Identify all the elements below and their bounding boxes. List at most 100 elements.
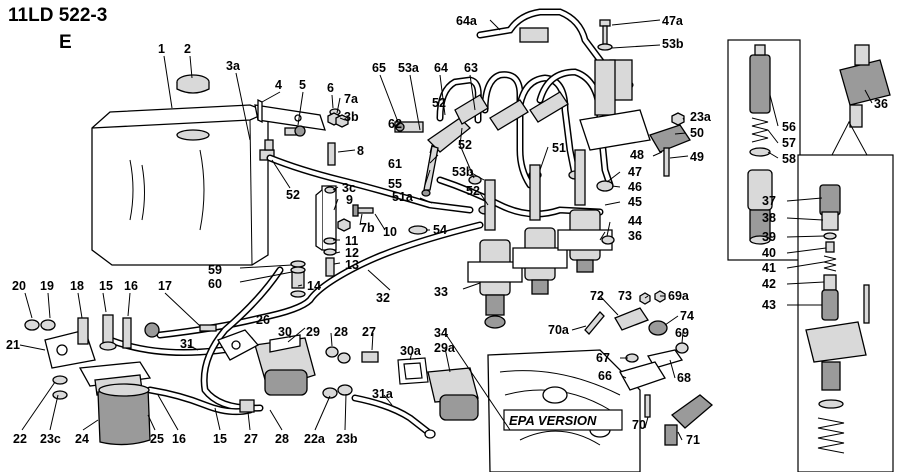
washer-12 <box>323 248 337 256</box>
piston-40 <box>825 241 835 253</box>
injector-element-56 <box>749 44 771 114</box>
callout-7b: 7b <box>360 221 375 235</box>
callout-34: 34 <box>434 326 448 340</box>
callout-61: 61 <box>388 157 402 171</box>
flange-66 <box>619 361 666 391</box>
drawing-group-letter: E <box>59 32 72 53</box>
callout-50: 50 <box>690 126 704 140</box>
injection-pump-2 <box>512 227 568 295</box>
callout-31: 31 <box>180 337 194 351</box>
fuel-line-32 <box>156 154 484 339</box>
callout-39: 39 <box>762 230 776 244</box>
callout-23c: 23c <box>40 432 61 446</box>
pump-delivery-valves <box>484 149 586 231</box>
feed-pump-29a <box>427 367 479 421</box>
union-15-16 <box>99 314 132 351</box>
nut-10 <box>337 218 351 232</box>
callout-3a: 3a <box>226 59 241 73</box>
callout-20: 20 <box>12 279 26 293</box>
screw-7b <box>352 204 374 217</box>
callout-54: 54 <box>433 223 447 237</box>
callout-43: 43 <box>762 298 776 312</box>
callout-22a: 22a <box>304 432 326 446</box>
callout-25: 25 <box>150 432 164 446</box>
callout-53b-top: 53b <box>662 37 684 51</box>
callout-57: 57 <box>782 136 796 150</box>
callout-30a: 30a <box>400 344 422 358</box>
shim-58 <box>747 147 773 245</box>
callout-68: 68 <box>677 371 691 385</box>
washer-53b <box>597 43 613 51</box>
callout-51a: 51a <box>392 190 414 204</box>
callout-14: 14 <box>307 279 321 293</box>
callout-10: 10 <box>383 225 397 239</box>
callout-9: 9 <box>346 193 353 207</box>
plunger-42 <box>823 274 837 291</box>
callout-67: 67 <box>596 351 610 365</box>
callout-70a: 70a <box>548 323 570 337</box>
callout-41: 41 <box>762 261 776 275</box>
nozzle-holder-65 <box>394 121 424 133</box>
flange-50 <box>649 124 691 153</box>
washer-19 <box>40 319 56 331</box>
callout-21: 21 <box>6 338 20 352</box>
callout-8: 8 <box>357 144 364 158</box>
barrel-43 <box>821 289 839 321</box>
callout-12: 12 <box>345 246 359 260</box>
callout-72: 72 <box>590 289 604 303</box>
tank-cap <box>176 74 210 94</box>
gasket-30a <box>397 357 429 385</box>
pin-70 <box>644 394 651 418</box>
callout-16-lower: 16 <box>172 432 186 446</box>
callout-60: 60 <box>208 277 222 291</box>
callout-27: 27 <box>362 325 376 339</box>
washer-69 <box>675 342 689 354</box>
nozzle-holder-36 <box>839 44 891 128</box>
bolt-18 <box>77 317 89 345</box>
injector-rear-2 <box>489 99 529 131</box>
callout-66: 66 <box>598 369 612 383</box>
callout-28: 28 <box>334 325 348 339</box>
callout-53b-line: 53b <box>452 165 474 179</box>
callout-23a: 23a <box>690 110 712 124</box>
callout-26: 26 <box>256 313 270 327</box>
callout-31a: 31a <box>372 387 394 401</box>
callout-52-tank: 52 <box>286 188 300 202</box>
washer-22 <box>52 375 68 385</box>
spring-41 <box>823 255 837 272</box>
nut-23a <box>671 112 685 126</box>
callout-32: 32 <box>376 291 390 305</box>
detail-pointer-lines <box>831 120 868 156</box>
callout-64a: 64a <box>456 14 478 28</box>
callout-46: 46 <box>628 180 642 194</box>
unions-27-28 <box>322 346 379 399</box>
pin-detail <box>863 284 870 324</box>
callout-49: 49 <box>690 150 704 164</box>
fuel-line-31a <box>351 394 436 439</box>
nut-3b <box>335 114 349 128</box>
callout-18: 18 <box>70 279 84 293</box>
callout-58: 58 <box>782 152 796 166</box>
drawing-title: 11LD 522-3 <box>8 5 108 26</box>
plug-74 <box>648 320 668 336</box>
callout-40: 40 <box>762 246 776 260</box>
callout-24: 24 <box>75 432 89 446</box>
callout-70: 70 <box>632 418 646 432</box>
detail-box-pump <box>797 154 894 472</box>
delivery-valve-37 <box>819 184 841 216</box>
callout-23b: 23b <box>336 432 358 446</box>
gasket-26 <box>217 329 260 361</box>
callout-47: 47 <box>628 165 642 179</box>
callout-19: 19 <box>40 279 54 293</box>
lever-72 <box>614 307 649 331</box>
washer-3c <box>324 186 336 194</box>
injection-pump-3 <box>557 209 613 273</box>
epa-version-label: EPA VERSION <box>509 413 597 428</box>
callout-5: 5 <box>299 78 306 92</box>
callout-48: 48 <box>630 148 644 162</box>
callout-45: 45 <box>628 195 642 209</box>
tank-fitting <box>259 139 275 161</box>
callout-63: 63 <box>464 61 478 75</box>
callout-65: 65 <box>372 61 386 75</box>
